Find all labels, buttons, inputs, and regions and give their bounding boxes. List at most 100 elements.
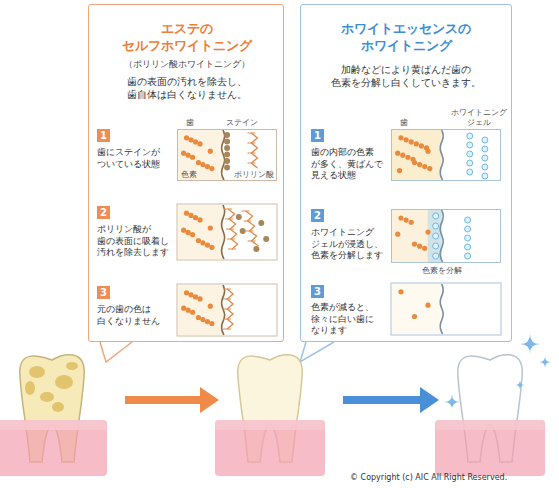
illustration-box: 色素を分解 <box>391 209 501 263</box>
pigment-dot <box>200 162 205 167</box>
polyphosphate-tick <box>247 163 255 164</box>
sparkle <box>515 380 525 390</box>
callout-tail <box>100 342 132 362</box>
step-number-box: 1 <box>97 129 110 142</box>
tooth-surface-line <box>440 130 443 180</box>
pigment-dot <box>197 296 202 301</box>
gel-particle <box>433 213 439 219</box>
polyphosphate-tick <box>242 211 250 212</box>
polyphosphate-tick <box>247 143 255 144</box>
pigment-dot <box>425 229 430 234</box>
pigment-dot <box>205 164 210 169</box>
stain-particle <box>224 145 230 151</box>
gum-highlight <box>215 420 325 430</box>
gel-particle <box>482 155 488 161</box>
gel-particle <box>465 253 471 259</box>
tooth-region <box>392 130 442 180</box>
polyphosphate-tick <box>223 319 231 320</box>
step-number: 2 <box>311 209 324 222</box>
pigment-dot <box>404 137 409 142</box>
gel-particle <box>467 151 473 157</box>
pigment-dot <box>196 315 201 320</box>
gel-particle <box>467 142 473 148</box>
pigment-dot <box>395 232 400 237</box>
pigment-dot <box>184 290 189 295</box>
stain-particle <box>253 246 259 252</box>
pigment-dot <box>422 246 427 251</box>
part-label: ホワイトニング ジェル <box>450 108 508 128</box>
gel-particle <box>465 226 471 232</box>
stain-particle <box>263 236 269 242</box>
gum-highlight <box>0 420 107 430</box>
step-number: 1 <box>311 129 324 142</box>
polyphosphate-tick <box>247 153 255 154</box>
gel-particle <box>465 235 471 241</box>
pigment-dot <box>412 241 417 246</box>
gel-particle <box>433 243 439 249</box>
pigment-dot <box>193 294 198 299</box>
part-label: 色素を分解 <box>422 266 462 276</box>
step-number: 2 <box>97 206 110 219</box>
tooth-surface-line <box>222 285 225 335</box>
polyphosphate-tick <box>228 249 236 250</box>
pigment-dot <box>193 215 198 220</box>
pigment-dot <box>417 244 422 249</box>
sparkle <box>539 356 551 368</box>
tooth-stain <box>52 402 64 412</box>
callout-tail <box>300 342 334 362</box>
tooth-stain <box>25 381 35 395</box>
pigment-dot <box>409 139 414 144</box>
tooth-region <box>178 205 223 259</box>
pigment-dot <box>196 238 201 243</box>
method-panel: エステの セルフホワイトニング（ポリリン酸ホワイトニング）歯の表面の汚れを除去し… <box>88 4 284 342</box>
stain-particle <box>236 214 242 220</box>
pigment-dot <box>188 137 193 142</box>
pigment-dot <box>196 160 201 165</box>
tooth-stain <box>40 392 54 402</box>
pigment-dot <box>197 217 202 222</box>
gum <box>215 420 325 476</box>
stain-particle <box>224 152 230 158</box>
step-number-box: 2 <box>311 209 324 222</box>
gel-particle <box>482 173 488 179</box>
pigment-dot <box>205 242 210 247</box>
pigment-dot <box>419 143 424 148</box>
sparkle <box>520 334 540 354</box>
gel-particle <box>433 223 439 229</box>
gel-particle <box>467 160 473 166</box>
pigment-dot <box>414 141 419 146</box>
step-number-box: 1 <box>311 129 324 142</box>
part-label: 歯 <box>186 118 194 128</box>
pigment-dot <box>190 155 195 160</box>
pigment-dot <box>424 145 429 150</box>
polyphosphate-chain <box>246 211 259 246</box>
tooth-stain <box>66 362 78 370</box>
stain-particle <box>258 220 264 226</box>
gel-particle <box>467 133 473 139</box>
panel-description: 歯の表面の汚れを除去し、 歯自体は白くなりません。 <box>99 75 275 101</box>
pigment-dot <box>209 245 214 250</box>
pigment-dot <box>181 151 186 156</box>
tooth-region <box>178 285 223 335</box>
step-description: 歯にステインが ついている状態 <box>97 147 175 170</box>
part-label: ポリリン酸 <box>234 170 274 180</box>
illustration-box: 歯ホワイトニング ジェル <box>391 129 501 181</box>
process-arrow-head <box>420 387 439 413</box>
pigment-dot <box>186 308 191 313</box>
pigment-dot <box>412 314 417 319</box>
pigment-dot <box>398 135 403 140</box>
stain-particle <box>240 228 246 234</box>
gel-particle <box>433 253 439 259</box>
step-description: 歯の内部の色素 が多く、黄ばんで 見える状態 <box>311 147 390 182</box>
pigment-dot <box>181 306 186 311</box>
gel-particle <box>482 146 488 152</box>
gel-particle <box>465 217 471 223</box>
pigment-dot <box>427 166 432 171</box>
pigment-dot <box>197 141 202 146</box>
pigment-dot <box>410 157 415 162</box>
pigment-dot <box>190 310 195 315</box>
polyphosphate-tick <box>223 299 231 300</box>
tooth-region <box>178 130 223 180</box>
